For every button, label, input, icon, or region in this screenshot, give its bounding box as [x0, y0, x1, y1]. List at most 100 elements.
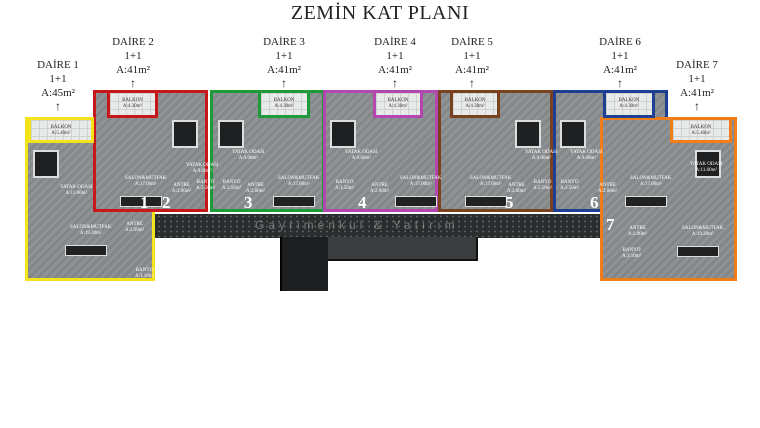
- unit-number: 3: [244, 193, 253, 212]
- living-kitchen-area: A:17.00m²: [134, 182, 157, 187]
- page-title: ZEMİN KAT PLANI: [290, 2, 470, 24]
- balcony-name: BALKON: [690, 125, 712, 130]
- balcony-area: A:4.30m²: [274, 104, 294, 109]
- balcony-area: A:4.30m²: [122, 104, 143, 109]
- unit-number: 5: [505, 193, 514, 212]
- bathroom-area: A:3.50m²: [196, 186, 216, 191]
- unit-type: 1+1: [463, 50, 481, 62]
- arrow-up-icon: ↑: [694, 99, 700, 113]
- bed-icon: [218, 120, 244, 148]
- unit-area: A:41m²: [455, 64, 489, 76]
- living-kitchen-name: SALON&MUTFAK: [682, 226, 724, 231]
- unit-number: 2: [162, 193, 171, 212]
- entrance-name: ANTRE: [371, 183, 388, 188]
- bedroom-area: A:11.60m²: [65, 191, 87, 196]
- unit-name: DAİRE 7: [676, 59, 718, 71]
- unit-area: A:41m²: [680, 87, 714, 99]
- balcony-area: A:5.40m²: [691, 131, 711, 136]
- kitchen-counter-icon: [65, 245, 107, 256]
- bedroom-area: A:9.00m²: [238, 156, 258, 161]
- balcony-area: A:4.30m²: [619, 104, 639, 109]
- kitchen-counter-icon: [273, 196, 315, 207]
- bedroom-area: A:11.60m²: [695, 168, 717, 173]
- balcony-area: A:5.40m²: [51, 131, 71, 136]
- bed-icon: [560, 120, 586, 148]
- living-kitchen-name: SALON&MUTFAK: [400, 176, 442, 181]
- bedroom-area: A:9.00m²: [192, 169, 212, 174]
- unit-type: 1+1: [688, 73, 706, 85]
- entrance-area: A:2.00m²: [172, 189, 192, 194]
- living-kitchen-name: SALON&MUTFAK: [470, 176, 512, 181]
- balcony-area: A:4.30m²: [465, 104, 485, 109]
- entrance-name: ANTRE: [247, 183, 264, 188]
- arrow-up-icon: ↑: [617, 76, 623, 90]
- common-area: [326, 237, 478, 261]
- kitchen-counter-icon: [120, 196, 162, 207]
- unit-number: 6: [590, 193, 599, 212]
- living-kitchen-area: A:17.00m²: [287, 182, 310, 187]
- balcony-name: BALKON: [122, 98, 143, 103]
- arrow-up-icon: ↑: [281, 76, 287, 90]
- bedroom-area: A:9.00m²: [351, 156, 371, 161]
- living-kitchen-name: SALON&MUTFAK: [70, 225, 112, 230]
- bathroom-area: A:3.10m²: [622, 254, 642, 259]
- unit-type: 1+1: [386, 50, 404, 62]
- bathroom-area: A:3.10m²: [135, 274, 155, 279]
- bed-icon: [33, 150, 59, 178]
- kitchen-counter-icon: [677, 246, 719, 257]
- kitchen-counter-icon: [465, 196, 507, 207]
- entrance-area: A:2.00m²: [507, 189, 527, 194]
- unit-number: 7: [606, 215, 615, 234]
- bedroom-name: YATAK ODASI: [570, 150, 603, 155]
- bathroom-area: A:3.50m²: [222, 186, 242, 191]
- entrance-area: A:2.00m²: [598, 189, 618, 194]
- bedroom-name: YATAK ODASI: [232, 150, 265, 155]
- unit-number: 4: [358, 193, 367, 212]
- unit-name: DAİRE 3: [263, 36, 305, 48]
- unit-area: A:41m²: [267, 64, 301, 76]
- entrance-name: ANTRE: [599, 183, 616, 188]
- corridor: [150, 214, 602, 238]
- living-kitchen-area: A:17.00m²: [409, 182, 432, 187]
- balcony-name: BALKON: [387, 98, 409, 103]
- living-kitchen-area: A:19.20m²: [79, 231, 102, 236]
- living-kitchen-area: A:19.20m²: [691, 232, 714, 237]
- balcony-name: BALKON: [464, 98, 486, 103]
- entrance-area: A:2.00m²: [246, 189, 266, 194]
- arrow-up-icon: ↑: [130, 76, 136, 90]
- entrance-area: A:2.00m²: [370, 189, 390, 194]
- unit-area: A:41m²: [603, 64, 637, 76]
- bed-icon: [515, 120, 541, 148]
